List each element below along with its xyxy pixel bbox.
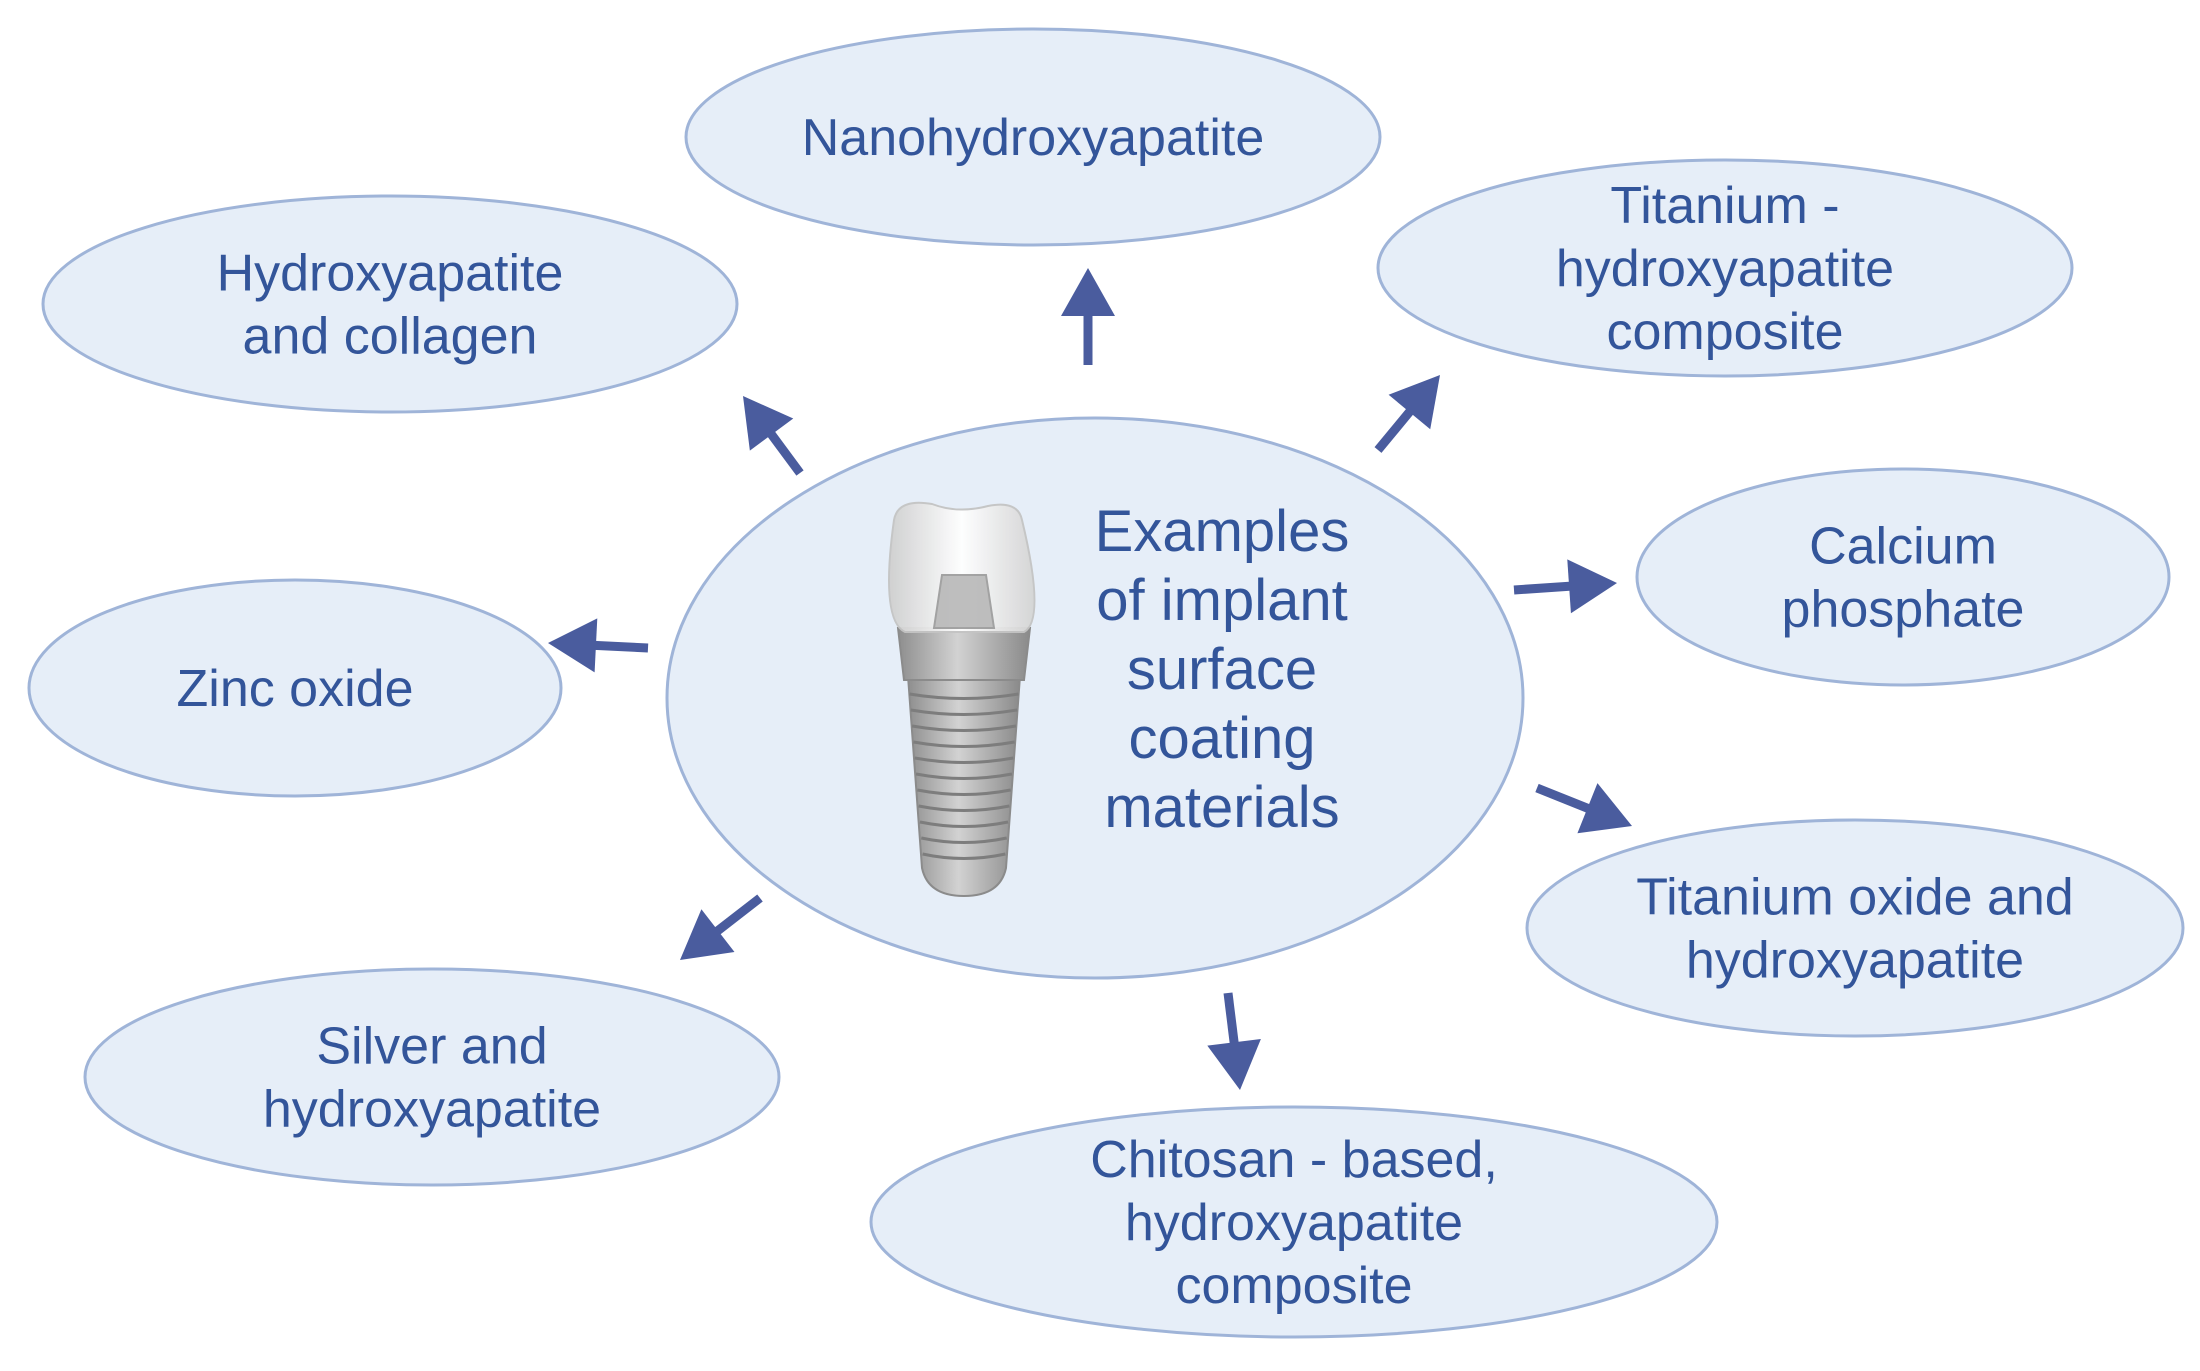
- arrow: [548, 618, 649, 673]
- node-ellipse: [684, 27, 1382, 247]
- center-title-line: surface: [1127, 637, 1317, 702]
- implant-thread: [911, 724, 1017, 732]
- center-title-line: of implant: [1096, 568, 1347, 633]
- implant-threads: [909, 692, 1019, 860]
- arrow: [680, 894, 763, 960]
- node-label-line: composite: [1607, 303, 1844, 361]
- node-label-line: Hydroxyapatite: [217, 245, 564, 303]
- arrow: [1061, 268, 1115, 365]
- implant-thread: [910, 708, 1018, 716]
- node-ellipse: [869, 1105, 1719, 1339]
- implant-thread: [909, 692, 1019, 700]
- node-label-line: hydroxyapatite: [1686, 932, 2024, 990]
- node-label-line: hydroxyapatite: [1125, 1194, 1463, 1252]
- implant-thread: [918, 804, 1010, 812]
- arrow-shaft: [1513, 581, 1574, 595]
- node-label-line: Silver and: [316, 1018, 547, 1076]
- implant-thread: [922, 852, 1006, 860]
- implant-body: [906, 675, 1022, 898]
- arrow-shaft: [765, 428, 804, 476]
- arrow-head: [680, 909, 735, 960]
- arrow: [1207, 992, 1261, 1090]
- arrow-head: [1061, 268, 1115, 316]
- arrow: [743, 396, 804, 476]
- center-ellipse: [665, 416, 1525, 980]
- node-label-line: Titanium oxide and: [1636, 869, 2073, 927]
- arrow-head: [1567, 559, 1617, 614]
- implant-thread: [914, 756, 1014, 764]
- arrow-head: [1577, 783, 1632, 834]
- node-label-line: composite: [1176, 1257, 1413, 1315]
- arrow-shaft: [712, 894, 763, 937]
- node-label: Nanohydroxyapatite: [802, 109, 1265, 167]
- node-label: Zinc oxide: [177, 660, 414, 718]
- center-title-line: materials: [1104, 775, 1339, 840]
- implant-thread: [913, 740, 1015, 748]
- center-title-line: Examples: [1095, 499, 1350, 564]
- arrow-shaft: [591, 640, 649, 653]
- node-label-line: phosphate: [1782, 581, 2025, 639]
- node-label-line: Zinc oxide: [177, 660, 414, 718]
- node-label-line: and collagen: [243, 308, 538, 366]
- node-label-line: Chitosan - based,: [1090, 1131, 1498, 1189]
- arrow-shaft: [1223, 992, 1240, 1047]
- node-ellipse: [1525, 818, 2185, 1038]
- implant-thread: [919, 820, 1009, 828]
- implant-thread: [915, 772, 1013, 780]
- node-ellipse: [83, 967, 781, 1187]
- node-label-line: Titanium -: [1610, 177, 1839, 235]
- arrow-head: [548, 618, 598, 673]
- arrows-group: [548, 268, 1632, 1090]
- implant-thread: [917, 788, 1011, 796]
- implant-abutment: [932, 574, 996, 629]
- arrow: [1535, 783, 1632, 834]
- node-ellipse: [1376, 158, 2074, 378]
- arrow-head: [743, 396, 794, 451]
- arrow-head: [1388, 375, 1440, 430]
- node-nanohydroxyapatite: Nanohydroxyapatite: [684, 27, 1382, 247]
- node-label-line: Calcium: [1809, 518, 1997, 576]
- node-label-line: Nanohydroxyapatite: [802, 109, 1265, 167]
- node-ellipse: [1635, 467, 2171, 687]
- arrow: [1374, 375, 1440, 453]
- dental-implant-icon: [888, 501, 1036, 898]
- implant-thread: [920, 836, 1008, 844]
- node-label-line: hydroxyapatite: [1556, 240, 1894, 298]
- node-ellipse: [41, 194, 739, 414]
- node-ellipse: [27, 578, 563, 798]
- arrow-shaft: [1374, 406, 1416, 453]
- arrow-shaft: [1535, 783, 1593, 814]
- node-label-line: hydroxyapatite: [263, 1081, 601, 1139]
- arrow: [1513, 559, 1617, 614]
- arrow-head: [1207, 1039, 1261, 1090]
- center-title-line: coating: [1128, 706, 1315, 771]
- implant-crown: [888, 501, 1036, 633]
- node-zinc-oxide: Zinc oxide: [27, 578, 563, 798]
- implant-collar: [896, 627, 1032, 681]
